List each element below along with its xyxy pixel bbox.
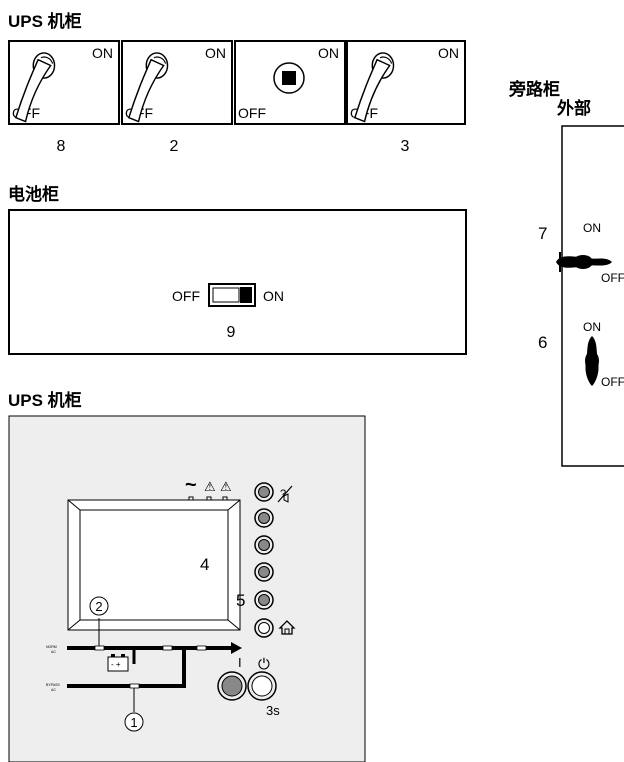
output-led: [196, 645, 207, 651]
off-button[interactable]: [247, 671, 277, 701]
home-button[interactable]: [254, 618, 274, 638]
switch-on-label: ON: [92, 45, 113, 61]
alarm-status-icon: ⚠: [220, 479, 232, 494]
function-button-3[interactable]: [254, 535, 274, 555]
switch-panel-row: ON ON ON ON OFF OFF OFF OFF 8 2 3: [8, 40, 466, 155]
bypass-rotary-switch-6-icon[interactable]: [585, 336, 599, 386]
mute-button[interactable]: [254, 482, 274, 502]
battery-on-label: ON: [263, 288, 284, 304]
function-buttons: [254, 482, 274, 638]
switch-number-8: 8: [57, 138, 66, 155]
bypass-rotary-switch-7-icon[interactable]: [556, 252, 612, 272]
switch-off-label: OFF: [238, 105, 266, 121]
norm-ac-label: NORM: [46, 645, 57, 649]
battery-off-label: OFF: [172, 288, 200, 304]
function-button-4[interactable]: [254, 562, 274, 582]
ac-status-icon: ~: [185, 474, 197, 496]
status-indicators: ~ ⚠ ⚠: [185, 474, 232, 504]
bypass-switch-number-6: 6: [538, 333, 547, 352]
norm-ac-label-2: AC: [51, 650, 56, 654]
callout-1-circle: [124, 712, 144, 732]
bypass-on-label: ON: [583, 320, 601, 334]
ups-cabinet-title-top: UPS 机柜: [8, 11, 82, 31]
bypass-led: [129, 683, 140, 689]
switch-number-3: 3: [401, 138, 410, 155]
ups-cabinet-title-bottom: UPS 机柜: [8, 390, 82, 410]
home-icon: [278, 620, 296, 635]
switch-on-label: ON: [438, 45, 459, 61]
callout-2-text: 2: [95, 599, 102, 614]
bypass-external-label: 外部: [557, 98, 591, 118]
display-label-4: 4: [200, 555, 209, 574]
bypass-off-label: OFF: [601, 375, 624, 389]
switch-on-label: ON: [318, 45, 339, 61]
bypass-cabinet-box: [561, 125, 624, 467]
mute-icon: ?: [277, 485, 293, 503]
battery-icon: - +: [107, 654, 129, 672]
mimic-diagram: NORM AC BYPASS AC - +: [46, 596, 242, 732]
bypass-ac-label-2: AC: [51, 688, 56, 692]
inverter-led: [162, 645, 173, 651]
warning-status-icon: ⚠: [204, 479, 216, 494]
battery-cabinet-box: [8, 209, 467, 355]
power-symbol-icon: ⏻: [258, 656, 270, 673]
svg-text:- +: - +: [111, 660, 121, 669]
switch-on-label: ON: [205, 45, 226, 61]
callout-1-text: 1: [130, 715, 137, 730]
off-hold-time: 3s: [266, 703, 280, 718]
input-led: [94, 645, 105, 651]
battery-cabinet-title: 电池柜: [8, 184, 59, 204]
switch-number-2: 2: [170, 138, 179, 155]
bypass-on-label: ON: [583, 221, 601, 235]
button-label-5: 5: [236, 591, 245, 610]
function-button-2[interactable]: [254, 508, 274, 528]
bypass-off-label: OFF: [601, 271, 624, 285]
bypass-ac-label: BYPASS: [46, 683, 60, 687]
battery-toggle-switch[interactable]: [208, 283, 256, 307]
bypass-switch-number-7: 7: [538, 224, 547, 243]
output-arrow-icon: [231, 642, 242, 654]
on-button[interactable]: [217, 671, 247, 701]
callout-2-circle: [89, 596, 109, 616]
battery-switch-number: 9: [227, 324, 236, 341]
breaker-button-icon[interactable]: [273, 62, 305, 94]
mute-icon-glyph: ?: [280, 488, 286, 500]
on-button-label: I: [238, 655, 242, 670]
function-button-5[interactable]: [254, 590, 274, 610]
bypass-cabinet-title: 旁路柜: [508, 79, 560, 99]
